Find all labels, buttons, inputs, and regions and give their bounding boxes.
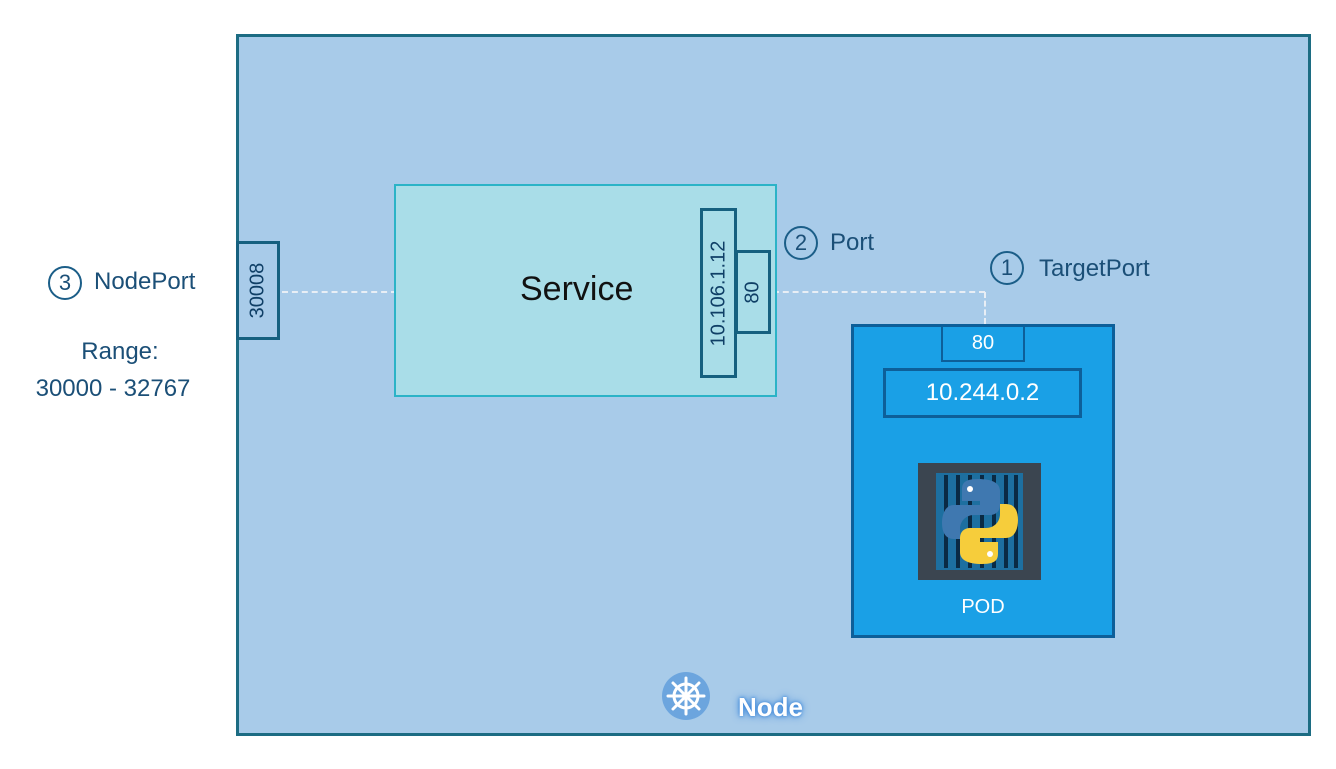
nodeport-to-service-line (282, 291, 397, 293)
helm-wheel-icon (660, 670, 712, 722)
callout-targetport-label: TargetPort (1039, 255, 1150, 282)
node-label: Node (738, 692, 803, 722)
pod-label: POD (961, 596, 1005, 618)
container-graphic (936, 473, 1023, 570)
callout-nodeport-label: NodePort (94, 268, 196, 295)
service-box (394, 184, 777, 397)
service-cluster-ip-text: 10.106.1.12 (707, 240, 729, 346)
callout-port-number: 2 (784, 226, 818, 260)
python-icon (918, 463, 1041, 580)
node-port-text: 30008 (246, 262, 269, 319)
callout-port-label: Port (830, 229, 875, 256)
service-to-pod-line (773, 291, 985, 293)
service-cluster-ip: 10.106.1.12 (700, 208, 737, 378)
range-value: 30000 - 32767 (35, 375, 191, 402)
pod-ip: 10.244.0.2 (883, 368, 1082, 418)
callout-nodeport-number: 3 (48, 266, 82, 300)
node-port-box: 30008 (236, 241, 280, 340)
service-port-text: 80 (741, 280, 764, 304)
pod-connector-line (984, 292, 986, 324)
callout-targetport-number: 1 (990, 251, 1024, 285)
service-port: 80 (735, 250, 771, 334)
range-title: Range: (81, 338, 159, 365)
helm-wheel-graphic (662, 672, 710, 720)
pod-target-port: 80 (941, 325, 1025, 362)
service-label: Service (520, 270, 634, 308)
